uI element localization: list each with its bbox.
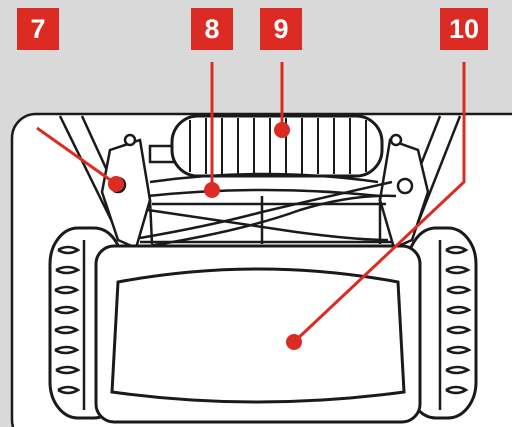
callout-label-7: 7	[17, 8, 59, 50]
rear-roller	[148, 114, 384, 178]
grass-box	[94, 244, 422, 424]
callout-label-9: 9	[260, 8, 302, 50]
leader-line-7	[36, 126, 117, 186]
side-brackets	[100, 133, 430, 250]
callout-dot-8	[204, 182, 220, 198]
leader-line-10	[292, 62, 466, 344]
cutting-cylinder	[135, 172, 397, 250]
callout-dot-10	[286, 334, 302, 350]
callout-dot-7	[108, 176, 124, 192]
callout-dots	[108, 122, 302, 350]
callout-dot-9	[274, 122, 290, 138]
callout-label-10: 10	[440, 8, 488, 50]
leader-lines	[36, 62, 466, 344]
callout-label-8: 8	[191, 8, 233, 50]
